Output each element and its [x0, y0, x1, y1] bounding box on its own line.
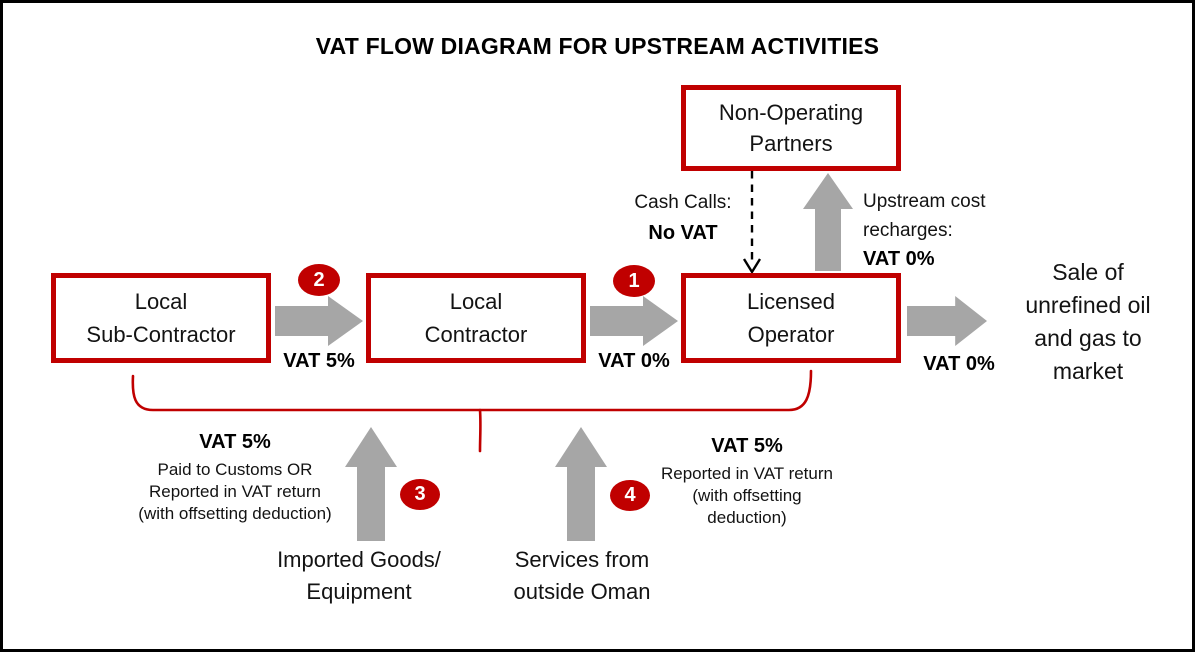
arrow-right-icon: [590, 296, 678, 346]
imported-goods-source-label: Imported Goods/ Equipment: [253, 544, 465, 608]
sale-line1: Sale of: [1052, 259, 1124, 285]
imported-goods-note-line3: (with offsetting deduction): [138, 504, 332, 523]
vat-label-contractor-to-operator: VAT 0%: [598, 350, 670, 372]
foreign-services-source-label: Services from outside Oman: [476, 544, 688, 608]
box-label-line: Sub-Contractor: [86, 322, 236, 347]
box-local-contractor: Local Contractor: [366, 273, 586, 363]
box-non-operating-partners: Non-Operating Partners: [681, 85, 901, 171]
arrow-up-icon: [345, 427, 397, 541]
foreign-services-note: VAT 5% Reported in VAT return (with offs…: [647, 435, 847, 529]
diagram-title: VAT FLOW DIAGRAM FOR UPSTREAM ACTIVITIES: [315, 33, 880, 59]
source-line2: Equipment: [306, 579, 412, 604]
dashed-arrow-down-icon: [742, 171, 762, 275]
source-line2: outside Oman: [513, 579, 651, 604]
imported-goods-vat: VAT 5%: [199, 431, 271, 453]
step-badge-1: 1: [613, 265, 655, 297]
box-label-line: Licensed: [746, 289, 836, 314]
foreign-services-vat: VAT 5%: [711, 435, 783, 457]
box-label-line: Operator: [747, 322, 835, 347]
box-label-line: Non-Operating: [718, 100, 864, 125]
recharges-line2: recharges:: [863, 220, 953, 241]
box-label-line: Local: [134, 289, 188, 314]
sale-line2: unrefined oil: [1025, 292, 1151, 318]
vat-label-sub-to-contractor: VAT 5%: [283, 350, 355, 372]
source-line1: Services from: [514, 547, 650, 572]
sale-to-market-label: Sale of unrefined oil and gas to market: [999, 256, 1177, 388]
recharges-line1: Upstream cost: [863, 191, 986, 212]
imported-goods-note-line1: Paid to Customs OR: [157, 460, 313, 479]
cash-calls-label: Cash Calls: No VAT: [623, 191, 743, 245]
step-badge-2: 2: [298, 264, 340, 296]
arrow-up-icon: [555, 427, 607, 541]
source-line1: Imported Goods/: [277, 547, 441, 572]
cash-calls-line2: No VAT: [648, 222, 718, 244]
sale-line3: and gas to: [1034, 325, 1142, 351]
step-badge-3: 3: [400, 479, 440, 510]
foreign-services-note-line3: deduction): [707, 508, 787, 527]
box-label-line: Local: [449, 289, 503, 314]
brace-icon: [131, 369, 813, 453]
box-label-line: Partners: [749, 131, 833, 156]
imported-goods-note: VAT 5% Paid to Customs OR Reported in VA…: [115, 431, 355, 525]
foreign-services-note-line2: (with offsetting: [692, 486, 802, 505]
box-label-line: Contractor: [424, 322, 528, 347]
step-badge-4: 4: [610, 480, 650, 511]
arrow-right-icon: [275, 296, 363, 346]
vat-label-operator-to-market: VAT 0%: [923, 353, 995, 375]
box-licensed-operator: Licensed Operator: [681, 273, 901, 363]
arrow-up-icon: [803, 173, 853, 271]
imported-goods-note-line2: Reported in VAT return: [149, 482, 321, 501]
upstream-recharges-label: Upstream cost recharges: VAT 0%: [863, 187, 1013, 274]
recharges-vat: VAT 0%: [863, 248, 935, 270]
box-local-sub-contractor: Local Sub-Contractor: [51, 273, 271, 363]
foreign-services-note-line1: Reported in VAT return: [661, 464, 833, 483]
arrow-right-icon: [907, 296, 987, 346]
sale-line4: market: [1052, 358, 1124, 384]
cash-calls-line1: Cash Calls:: [634, 192, 732, 213]
